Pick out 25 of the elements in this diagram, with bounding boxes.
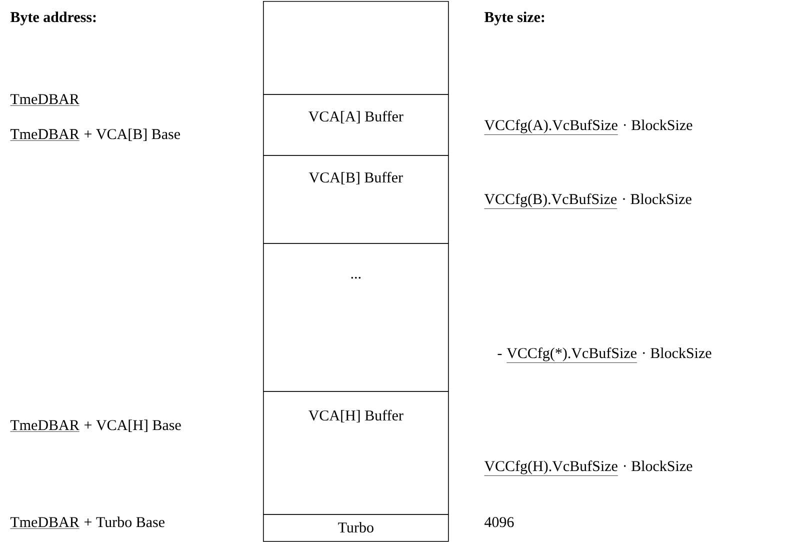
size-label: VCCfg(A).VcBufSize (484, 119, 618, 135)
size-label: · BlockSize (624, 120, 692, 130)
address-label: + Turbo Base (84, 516, 164, 528)
size-label: · BlockSize (623, 194, 692, 204)
address-label: + VCA[B] Base (84, 128, 180, 142)
memory-block: VCA[H] Buffer (263, 391, 449, 515)
size-label: · BlockSize (624, 460, 692, 472)
size-label: VCCfg(B).VcBufSize (484, 193, 618, 209)
address-label: TmeDBAR (10, 517, 80, 529)
size-label: VCCfg(H).VcBufSize (484, 460, 618, 476)
column-heading: Byte address: (10, 12, 96, 26)
size-label: 4096 (484, 517, 514, 528)
memory-block: VCA[A] Buffer (263, 94, 449, 156)
memory-block: ... (263, 243, 449, 392)
size-label: VCCfg(*).VcBufSize (506, 347, 638, 363)
size-label: · BlockSize (643, 348, 712, 358)
address-label: TmeDBAR (10, 420, 80, 432)
memory-block: Turbo (263, 514, 449, 542)
memory-block: VCA[B] Buffer (263, 155, 449, 244)
address-label: TmeDBAR (10, 94, 80, 106)
address-label: + VCA[H] Base (84, 420, 181, 432)
address-label: TmeDBAR (10, 129, 80, 141)
memory-block (263, 1, 449, 95)
size-label: - (498, 354, 502, 356)
column-heading: Byte size: (484, 12, 544, 26)
